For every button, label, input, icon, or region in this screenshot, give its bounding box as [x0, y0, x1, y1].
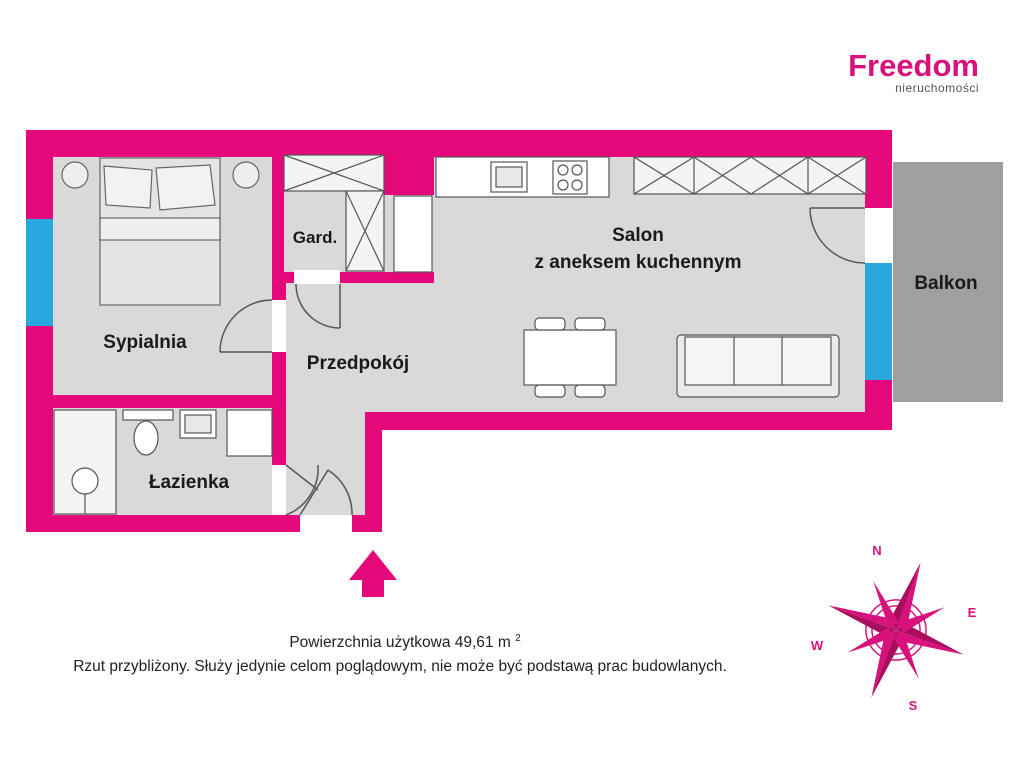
nightstand-lamp-right	[232, 161, 260, 189]
balcony-area	[893, 162, 1003, 402]
door-opening-wardrobe	[294, 270, 340, 284]
door-opening-entrance	[300, 515, 352, 532]
door-entrance	[299, 469, 353, 516]
entrance-arrow	[349, 550, 397, 597]
door-bathroom	[285, 464, 319, 516]
compass-s: S	[909, 698, 918, 713]
room-label-living: Salon	[612, 225, 664, 246]
compass-rose	[828, 562, 964, 698]
dining-table	[523, 317, 617, 398]
room-label-wardrobe: Gard.	[293, 228, 337, 247]
area-text: Powierzchnia użytkowa 49,61 m	[289, 634, 511, 652]
wardrobe-cabinets	[283, 154, 385, 272]
washbasin	[179, 409, 217, 439]
room-label-bedroom: Sypialnia	[103, 332, 187, 353]
door-opening-bedroom	[272, 300, 286, 352]
nightstand-lamp-left	[61, 161, 89, 189]
sofa	[676, 334, 840, 398]
window-living	[865, 263, 892, 380]
room-label-balcony: Balkon	[914, 273, 977, 294]
room-label-hall: Przedpokój	[307, 353, 409, 374]
window-bedroom	[26, 219, 53, 326]
compass-e: E	[968, 605, 977, 620]
area-caption: Powierzchnia użytkowa 49,61 m 2	[0, 633, 810, 652]
door-bedroom	[219, 299, 273, 353]
disclaimer: Rzut przybliżony. Służy jedynie celom po…	[73, 658, 727, 675]
double-bed	[99, 157, 221, 306]
door-opening-bathroom	[272, 465, 286, 515]
toilet	[122, 409, 174, 456]
door-balcony	[809, 207, 866, 264]
logo-tagline: nieruchomości	[895, 81, 979, 95]
compass-n: N	[872, 543, 881, 558]
upper-cabinets	[633, 156, 867, 195]
shower	[53, 409, 117, 515]
washing-machine	[226, 409, 273, 457]
freedom-logo: Freedom nieruchomości	[848, 48, 979, 95]
logo-name: Freedom	[848, 48, 979, 83]
compass-w: W	[811, 638, 824, 653]
room-label-living-sub: z aneksem kuchennym	[535, 252, 742, 273]
area-unit-power: 2	[515, 633, 521, 644]
door-opening-balcony	[865, 208, 892, 263]
fridge	[393, 195, 433, 273]
kitchen-counter	[435, 156, 610, 198]
room-label-bathroom: Łazienka	[149, 472, 230, 493]
door-wardrobe	[295, 283, 341, 329]
cooktop	[552, 160, 588, 195]
